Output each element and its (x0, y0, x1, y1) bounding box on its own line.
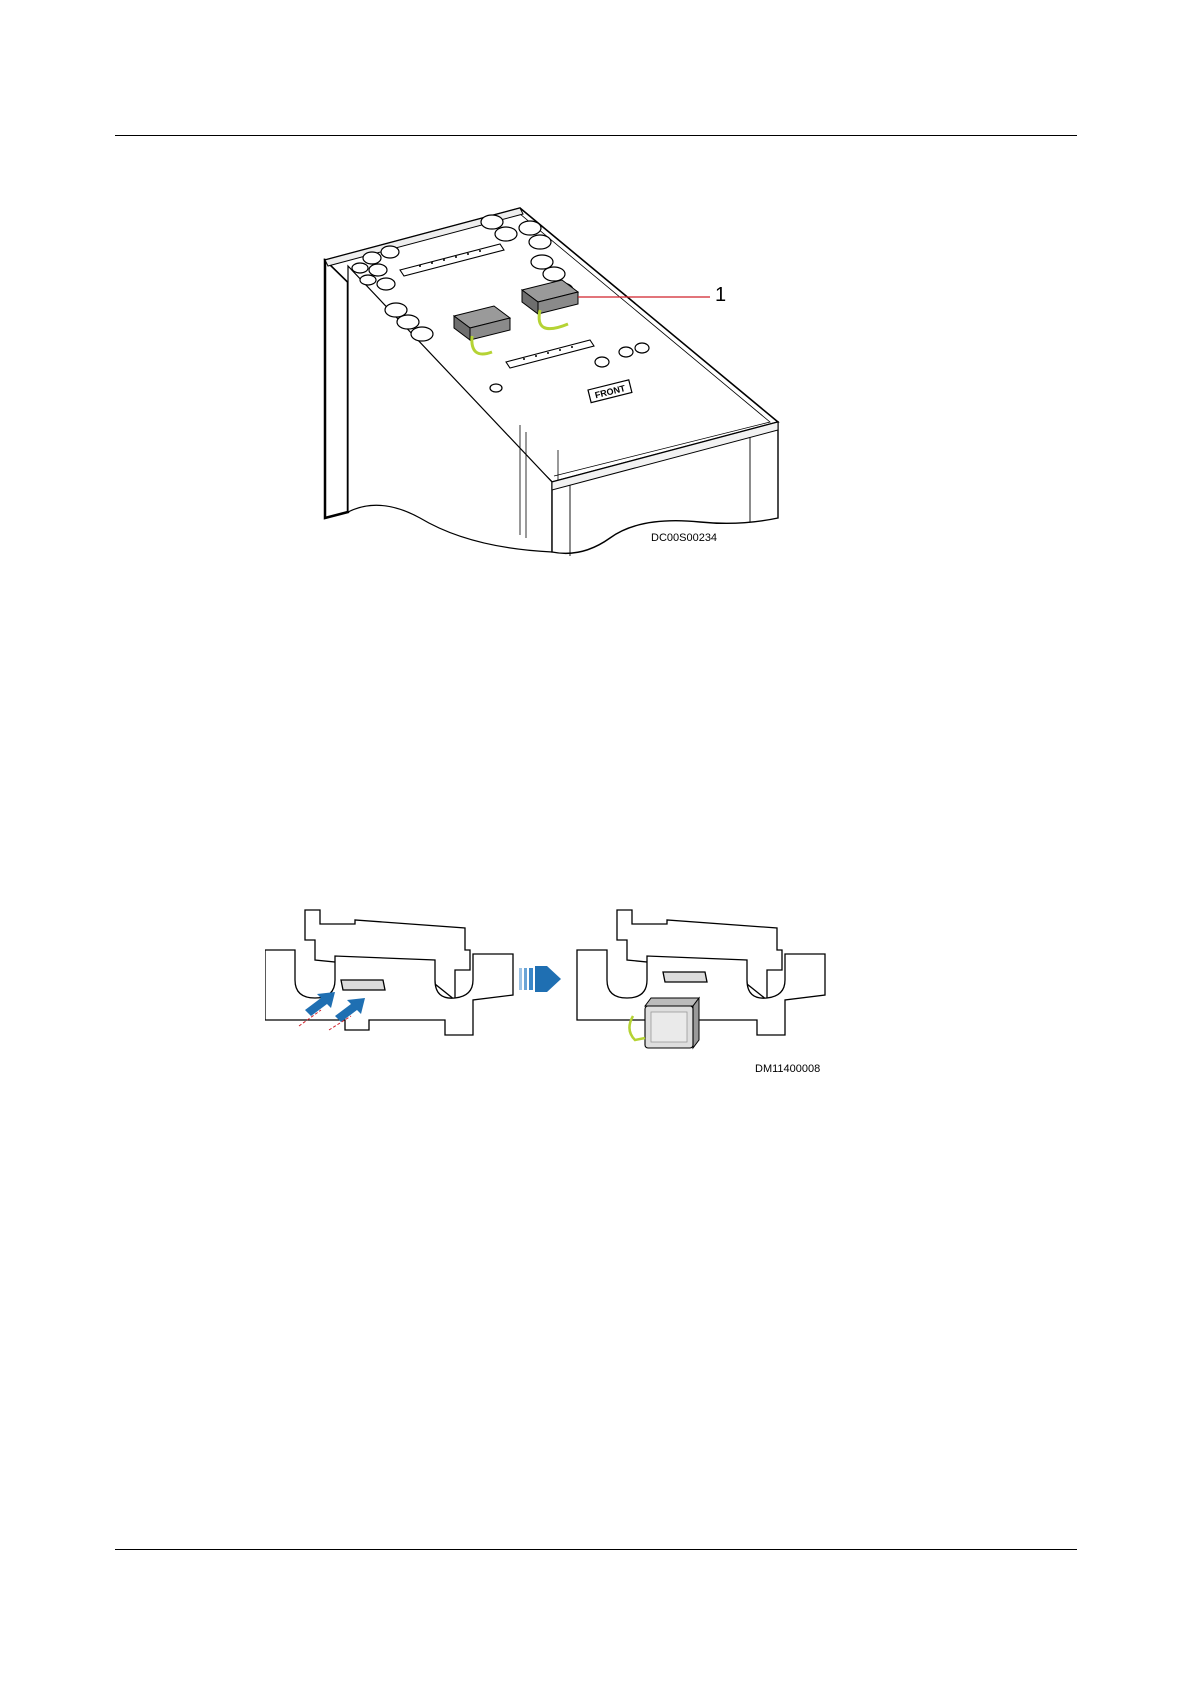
cabinet-figure: FRONT (320, 200, 800, 570)
figure-code-2: DM11400008 (755, 1063, 820, 1075)
figure-code-1: DC00S00234 (651, 532, 717, 544)
next-step-arrow-icon (519, 966, 561, 992)
bracket-figure (265, 880, 835, 1070)
callout-number: 1 (715, 284, 726, 307)
footer-rule (115, 1549, 1077, 1550)
header-rule (115, 135, 1077, 136)
